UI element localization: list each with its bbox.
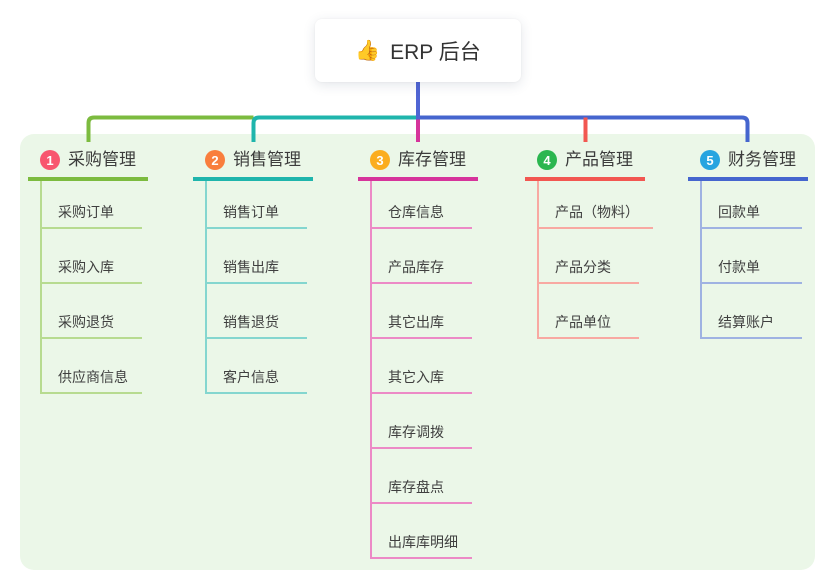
branch-label: 库存管理 [398,150,466,169]
child-node[interactable]: 库存盘点 [372,449,472,504]
branch-header-sales[interactable]: 2 销售管理 [193,148,313,181]
branch-badge: 2 [205,150,225,170]
branch-badge: 1 [40,150,60,170]
child-node[interactable]: 出库库明细 [372,504,472,559]
child-node[interactable]: 产品库存 [372,229,472,284]
branch-badge: 3 [370,150,390,170]
child-node[interactable]: 其它出库 [372,284,472,339]
branch-label: 财务管理 [728,150,796,169]
branch-sales: 2 销售管理 销售订单 销售出库 销售退货 客户信息 [193,148,313,394]
branch-label: 采购管理 [68,150,136,169]
branch-header-finance[interactable]: 5 财务管理 [688,148,808,181]
child-node[interactable]: 产品（物料） [539,181,653,229]
child-node[interactable]: 客户信息 [207,339,307,394]
branch-header-inventory[interactable]: 3 库存管理 [358,148,478,181]
branch-children: 仓库信息 产品库存 其它出库 其它入库 库存调拨 库存盘点 出库库明细 [370,181,478,559]
child-node[interactable]: 仓库信息 [372,181,472,229]
branch-badge: 5 [700,150,720,170]
branch-purchase: 1 采购管理 采购订单 采购入库 采购退货 供应商信息 [28,148,148,394]
child-node[interactable]: 结算账户 [702,284,802,339]
child-node[interactable]: 销售订单 [207,181,307,229]
branch-children: 销售订单 销售出库 销售退货 客户信息 [205,181,313,394]
child-node[interactable]: 销售出库 [207,229,307,284]
branch-label: 销售管理 [233,150,301,169]
branch-children: 采购订单 采购入库 采购退货 供应商信息 [40,181,148,394]
child-node[interactable]: 其它入库 [372,339,472,394]
branch-children: 产品（物料） 产品分类 产品单位 [537,181,653,339]
child-node[interactable]: 采购订单 [42,181,142,229]
branch-header-purchase[interactable]: 1 采购管理 [28,148,148,181]
child-node[interactable]: 回款单 [702,181,802,229]
child-node[interactable]: 付款单 [702,229,802,284]
child-node[interactable]: 供应商信息 [42,339,142,394]
branch-badge: 4 [537,150,557,170]
branch-header-product[interactable]: 4 产品管理 [525,148,645,181]
branches-panel [20,134,815,570]
child-node[interactable]: 销售退货 [207,284,307,339]
branch-product: 4 产品管理 产品（物料） 产品分类 产品单位 [525,148,653,339]
branch-finance: 5 财务管理 回款单 付款单 结算账户 [688,148,808,339]
branch-label: 产品管理 [565,150,633,169]
child-node[interactable]: 采购入库 [42,229,142,284]
thumbs-up-icon: 👍 [355,39,381,62]
branch-inventory: 3 库存管理 仓库信息 产品库存 其它出库 其它入库 库存调拨 库存盘点 出库库… [358,148,478,559]
child-node[interactable]: 产品分类 [539,229,639,284]
child-node[interactable]: 库存调拨 [372,394,472,449]
root-node[interactable]: 👍 ERP 后台 [315,19,521,82]
child-node[interactable]: 采购退货 [42,284,142,339]
branch-children: 回款单 付款单 结算账户 [700,181,808,339]
child-node[interactable]: 产品单位 [539,284,639,339]
root-title: ERP 后台 [390,40,481,64]
